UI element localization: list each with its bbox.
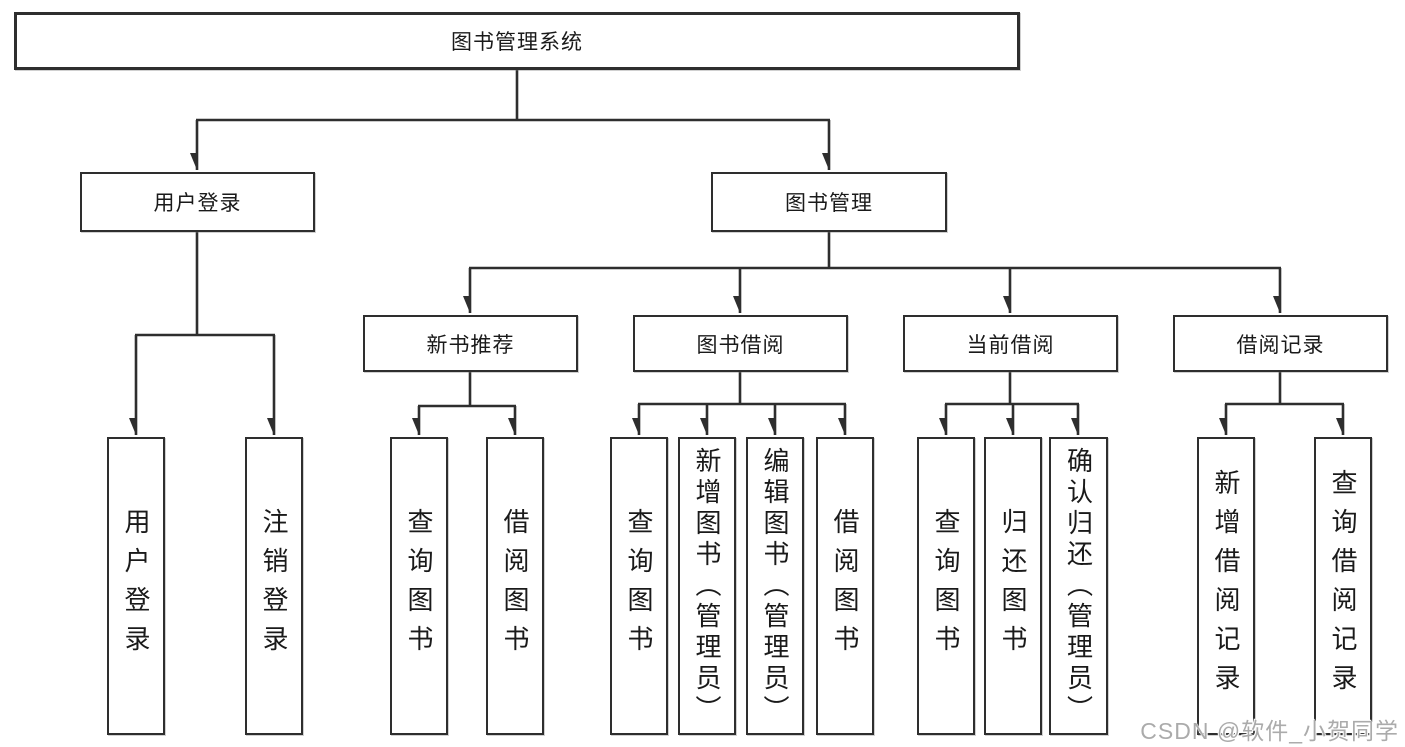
leaf-query-borrow-record: 查询借阅记录: [1314, 437, 1372, 735]
node-label: 用户登录: [121, 508, 151, 664]
node-label: 图书管理: [785, 192, 873, 215]
node-label: 查询图书: [404, 508, 434, 664]
leaf-user-login: 用户登录: [107, 437, 165, 735]
node-label: 查询图书: [931, 508, 961, 664]
node-label: 借阅图书: [500, 508, 530, 664]
node-label: 新增图书（管理员）: [692, 446, 722, 726]
node-label: 确认归还（管理员）: [1063, 446, 1094, 726]
node-library-system: 图书管理系统: [14, 12, 1020, 70]
node-label: 用户登录: [153, 192, 242, 215]
node-user-login: 用户登录: [80, 172, 315, 232]
node-book-management: 图书管理: [711, 172, 947, 232]
node-book-borrow: 图书借阅: [633, 315, 848, 372]
leaf-query-books-borrow: 查询图书: [610, 437, 668, 735]
leaf-confirm-return-admin: 确认归还（管理员）: [1049, 437, 1108, 735]
leaf-query-books-recommend: 查询图书: [390, 437, 448, 735]
leaf-borrow-books-recommend: 借阅图书: [486, 437, 544, 735]
node-label: 注销登录: [259, 508, 289, 664]
leaf-add-book-admin: 新增图书（管理员）: [678, 437, 736, 735]
node-label: 当前借阅: [966, 333, 1055, 357]
node-label: 借阅记录: [1236, 333, 1325, 357]
node-current-borrow: 当前借阅: [903, 315, 1118, 372]
node-borrow-records: 借阅记录: [1173, 315, 1388, 372]
leaf-borrow-books: 借阅图书: [816, 437, 874, 735]
leaf-return-book: 归还图书: [984, 437, 1042, 735]
leaf-logout: 注销登录: [245, 437, 303, 735]
leaf-query-books-current: 查询图书: [917, 437, 975, 735]
leaf-edit-book-admin: 编辑图书（管理员）: [746, 437, 804, 735]
node-new-book-recommend: 新书推荐: [363, 315, 578, 372]
node-label: 编辑图书（管理员）: [760, 446, 790, 726]
node-label: 图书管理系统: [451, 31, 583, 54]
node-label: 新增借阅记录: [1211, 469, 1241, 703]
node-label: 新书推荐: [426, 333, 515, 357]
csdn-watermark: CSDN @软件_小贺同学: [1140, 718, 1399, 744]
node-label: 归还图书: [998, 508, 1028, 664]
leaf-add-borrow-record: 新增借阅记录: [1197, 437, 1255, 735]
node-label: 查询借阅记录: [1328, 469, 1358, 703]
node-label: 借阅图书: [830, 508, 860, 664]
node-label: 查询图书: [624, 508, 654, 664]
node-label: 图书借阅: [696, 333, 785, 357]
